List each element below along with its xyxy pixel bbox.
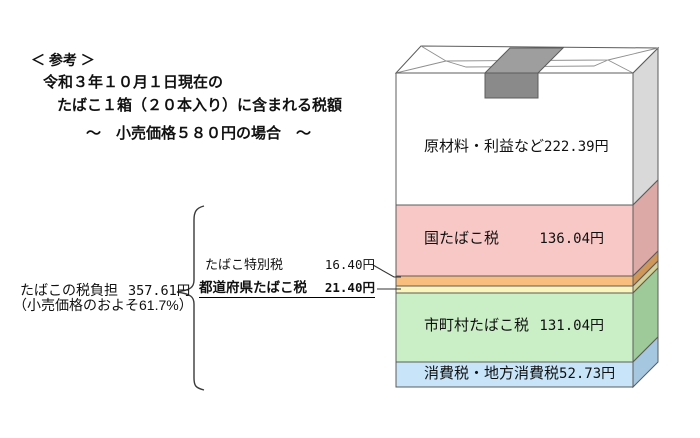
section-value: 222.39円 xyxy=(544,139,609,155)
total-tax-brace xyxy=(176,205,205,391)
tax-stamp-front xyxy=(484,72,539,99)
callout-value: 16.40円 xyxy=(324,257,375,272)
pack-front-national-tax xyxy=(395,204,634,277)
callout-special-tobacco-tax: たばこ特別税 16.40円 xyxy=(205,257,375,272)
total-tax-label: たばこの税負担 xyxy=(20,282,118,298)
header-line-price-case: 〜 小売価格５８０円の場合 〜 xyxy=(86,125,312,142)
section-row-consumption-tax: 消費税・地方消費税 52.73円 xyxy=(424,364,615,384)
section-label: 市町村たばこ税 xyxy=(424,317,530,334)
header-line-date: 令和３年１０月１日現在の xyxy=(43,74,224,91)
reference-label: ＜ 参考 ＞ xyxy=(31,52,95,68)
section-row-municipal-tax: 市町村たばこ税 131.04円 xyxy=(424,316,604,336)
pack-front-municipal-tax xyxy=(395,292,634,363)
section-value: 52.73円 xyxy=(559,366,616,382)
callout-value: 21.40円 xyxy=(324,280,375,295)
callout-label: 都道府県たばこ税 xyxy=(199,280,307,295)
section-label: 原材料・利益など xyxy=(424,138,545,155)
pack-front-consumption-tax xyxy=(395,361,634,388)
section-row-raw-materials: 原材料・利益など 222.39円 xyxy=(424,137,609,157)
pack-top-fold-lines xyxy=(395,45,659,74)
total-tax-line: たばこの税負担 357.61円 xyxy=(20,283,190,299)
section-label: 消費税・地方消費税 xyxy=(424,365,560,382)
callout-prefectural-tobacco-tax: 都道府県たばこ税 21.40円 xyxy=(199,281,375,298)
header-line-subject: たばこ１箱（２０本入り）に含まれる税額 xyxy=(57,97,343,114)
total-tax-note: （小売価格のおよそ61.7%） xyxy=(13,297,193,313)
pack-side-raw-materials xyxy=(632,46,659,207)
special-tax-leader-line xyxy=(372,264,401,278)
section-label: 国たばこ税 xyxy=(424,230,500,247)
total-tax-value: 357.61円 xyxy=(128,283,191,299)
section-value: 131.04円 xyxy=(539,318,604,334)
section-value: 136.04円 xyxy=(539,231,604,247)
section-row-national-tax: 国たばこ税 136.04円 xyxy=(424,229,604,249)
callout-label: たばこ特別税 xyxy=(205,257,284,272)
pack-front-prefectural-tax xyxy=(395,285,634,294)
pack-front-special-tax xyxy=(395,275,634,287)
